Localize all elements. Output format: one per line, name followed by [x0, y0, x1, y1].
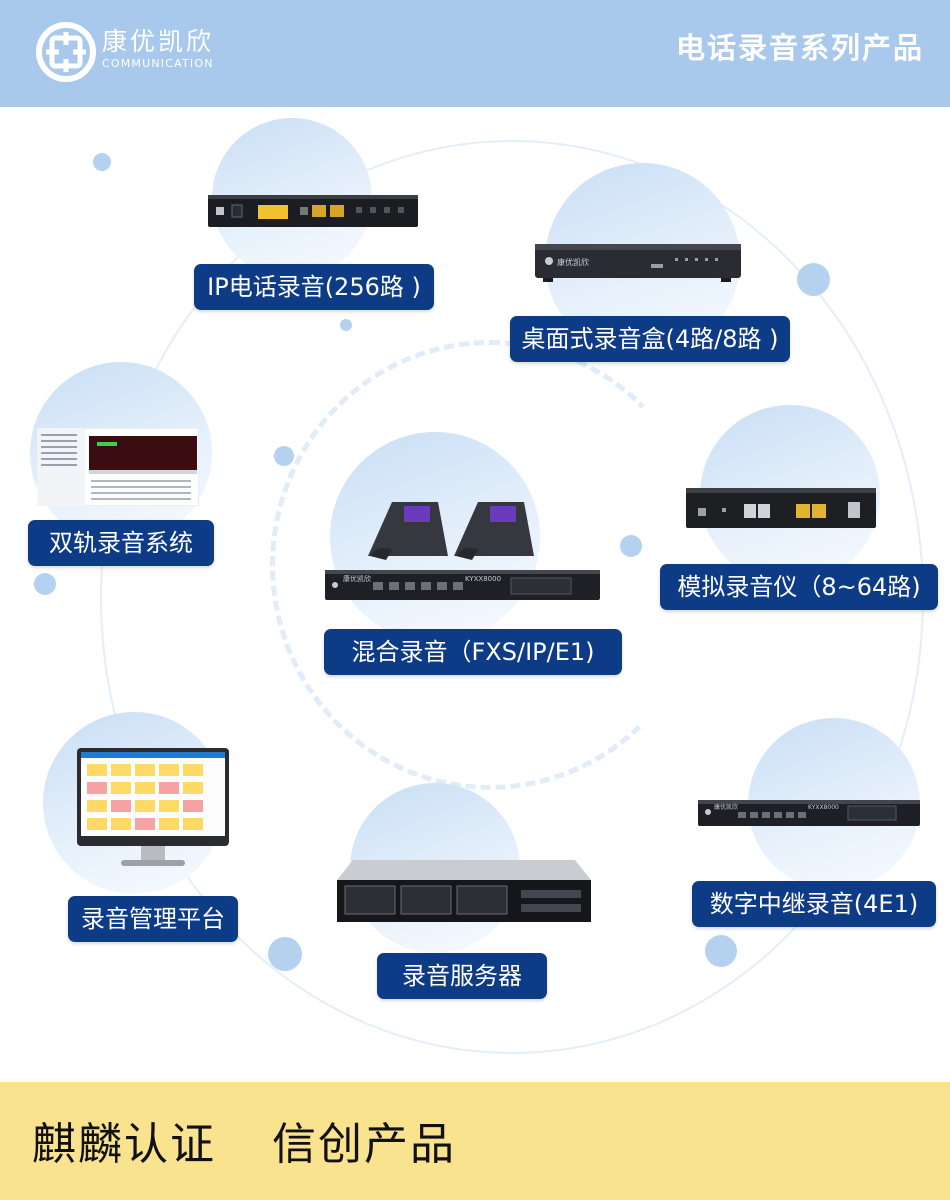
page-title: 电话录音系列产品 [675, 31, 924, 65]
desktop-box-device-icon: 康优凯欣 [535, 244, 741, 282]
label-ip-recorder: IP电话录音(256路 ) [194, 264, 434, 310]
footer-slogan-xinchuang: 信创产品 [272, 1119, 456, 1170]
label-analog: 模拟录音仪（8~64路) [660, 564, 938, 610]
brand-subtitle: COMMUNICATION [102, 57, 214, 70]
decor-dot [274, 446, 294, 466]
header-bar: 康优凯欣 COMMUNICATION 电话录音系列产品 [0, 0, 950, 107]
label-server: 录音服务器 [377, 953, 547, 999]
ip-recorder-device-icon [208, 195, 418, 227]
hybrid-rack-brand: 康优凯欣 [343, 574, 371, 583]
decor-dot [34, 573, 56, 595]
hybrid-rack-icon: 康优凯欣 KYXX8000 [325, 570, 600, 600]
decor-dot [93, 153, 111, 171]
decor-dot [268, 937, 302, 971]
label-hybrid: 混合录音（FXS/IP/E1) [324, 629, 622, 675]
label-dual-track: 双轨录音系统 [28, 520, 214, 566]
inner-orbit-ring [270, 340, 710, 790]
management-monitor-icon [77, 748, 229, 866]
hybrid-rack-model: KYXX8000 [465, 575, 501, 583]
recording-server-icon [337, 860, 591, 922]
digital-trunk-model: KYXX8000 [808, 804, 839, 811]
decor-dot [340, 319, 352, 331]
dual-track-screenshot-icon [37, 428, 199, 506]
digital-trunk-device-icon: 康优凯欣 KYXX8000 [698, 800, 920, 826]
label-platform: 录音管理平台 [68, 896, 238, 942]
label-digital-trunk: 数字中继录音(4E1) [692, 881, 936, 927]
company-logo-icon [36, 22, 96, 82]
decor-dot [705, 935, 737, 967]
brand-name: 康优凯欣 [102, 27, 215, 56]
label-desktop-box: 桌面式录音盒(4路/8路 ) [510, 316, 790, 362]
footer-bar [0, 1082, 950, 1200]
decor-dot [620, 535, 642, 557]
footer-slogan-kylin: 麒麟认证 [32, 1119, 216, 1170]
desktop-box-brand: 康优凯欣 [557, 257, 589, 267]
hybrid-phones-icon [368, 502, 534, 560]
decor-dot [797, 263, 830, 296]
analog-recorder-device-icon [686, 488, 876, 528]
digital-trunk-brand: 康优凯欣 [714, 803, 738, 811]
